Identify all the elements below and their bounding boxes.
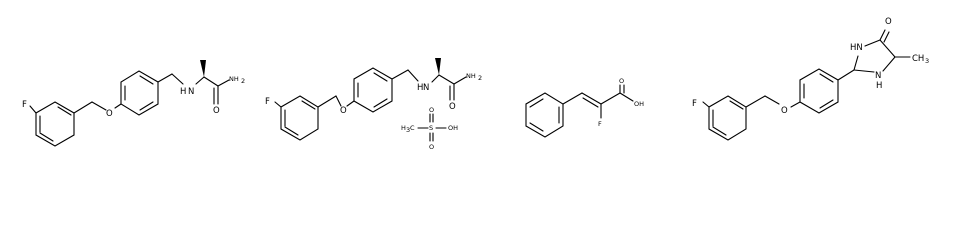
molecule-imidazolidinone: F O HN O N H CH 3 [692,17,929,141]
molecule-amide-mesylate: F O H N O NH 2 H 3 C S [265,58,482,151]
sulfonyl-oxygen-bottom: O [429,143,434,151]
amine-n-label: H [180,87,186,97]
fluorine-label: F [265,97,270,107]
sulfonyl-oxygen-top: O [429,106,434,114]
amine-h-label: N [188,87,194,97]
fluorine-label: F [22,100,27,110]
molecule-fluorocinnamic-acid: F O OH [525,77,644,138]
benzene-ring-1 [120,70,159,116]
carbonyl-oxygen-label: O [213,106,220,116]
carbonyl-oxygen-label: O [619,77,624,85]
hydroxyl-label: OH [634,100,644,108]
amine-n-label: H [417,83,423,93]
ether-oxygen-label: O [106,109,113,119]
amide-nh2-label: NH [466,72,476,80]
sulfur-label: S [429,124,433,132]
methyl-c-label: C [410,124,415,132]
stereo-wedge-1 [200,60,206,77]
amide-nh2-subscript: 2 [241,77,245,85]
methanesulfonic-acid: H 3 C S O O OH [401,106,458,151]
benzene-ring-4 [799,68,839,114]
amine-h-label: N [423,83,429,93]
ring-nh-bottom-n-label: N [875,71,881,81]
fluorine-label: F [598,120,602,128]
ring-carbonyl-oxygen-label: O [885,17,892,27]
methyl-h-label: H [401,124,406,132]
phenyl-ring-3 [525,92,564,138]
ring-nh-top-label: HN [850,43,863,53]
amide-nh2-label: NH [229,75,239,83]
amide-nh2-subscript: 2 [478,74,482,82]
fluorine-label: F [692,99,697,109]
fluorophenyl-ring-1 [29,101,75,147]
benzene-ring-2 [353,67,393,113]
ring-nh-bottom-h-label: H [876,81,882,91]
methyl-label: CH [912,54,924,64]
chemical-structures-canvas: F O H N O NH 2 [22,17,929,151]
methyl-subscript: 3 [406,126,410,134]
stereo-wedge-2 [435,58,441,75]
sulfonic-oh-label: OH [448,124,458,132]
carbonyl-oxygen-label: O [449,102,456,112]
fluorophenyl-ring-2 [274,95,319,141]
molecule-amide-1: F O H N O NH 2 [22,60,245,147]
methyl-subscript: 3 [925,57,929,65]
imidazolidinone-ring: HN O N H CH 3 [850,17,929,91]
fluorophenyl-ring-4 [702,95,747,141]
ether-oxygen-label: O [781,106,788,116]
ether-oxygen-label: O [340,106,347,116]
